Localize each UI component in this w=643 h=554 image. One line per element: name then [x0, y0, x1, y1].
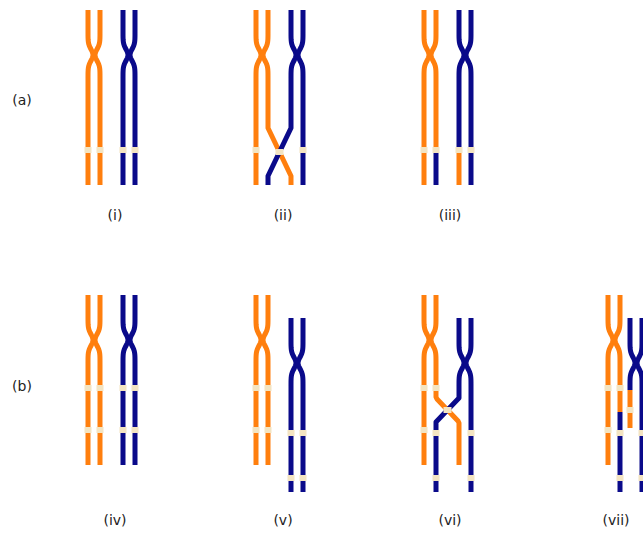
gene-band	[132, 385, 139, 391]
panel-label: (ii)	[274, 208, 293, 222]
gene-band	[444, 407, 452, 413]
chromatid	[123, 10, 128, 185]
chromatid	[298, 318, 303, 492]
gene-band	[468, 430, 475, 436]
chromatid	[298, 10, 303, 185]
panel-label: (vi)	[438, 513, 461, 527]
gene-band	[617, 385, 624, 391]
chromatid	[256, 295, 261, 465]
gene-band	[605, 385, 612, 391]
chromatid	[256, 10, 261, 185]
gene-band	[85, 147, 92, 153]
chromatid	[436, 318, 464, 492]
gene-band	[456, 147, 463, 153]
panel-label: (vii)	[603, 513, 630, 527]
gene-band	[120, 147, 127, 153]
gene-band	[433, 430, 440, 436]
chromatid	[424, 295, 429, 465]
gene-band	[97, 385, 104, 391]
chromatid	[268, 10, 296, 185]
chromatid	[466, 10, 471, 185]
gene-band	[421, 147, 428, 153]
gene-band	[433, 385, 440, 391]
gene-band	[433, 147, 440, 153]
chromatid	[618, 412, 623, 492]
gene-band	[300, 475, 307, 481]
gene-band	[421, 427, 428, 433]
chromatid	[431, 10, 436, 150]
chromatid	[424, 10, 429, 185]
panel-label: (a)	[12, 93, 32, 107]
gene-band	[120, 427, 127, 433]
gene-band	[85, 427, 92, 433]
gene-band	[97, 427, 104, 433]
panel-label: (iii)	[439, 208, 462, 222]
panel-label: (b)	[12, 379, 32, 393]
panel-label: (iv)	[103, 513, 126, 527]
chromatid	[263, 295, 268, 465]
chromatid	[434, 150, 439, 185]
chromatid	[628, 390, 633, 428]
chromatid	[95, 295, 100, 465]
gene-band	[265, 427, 272, 433]
gene-band	[639, 430, 643, 436]
gene-band	[276, 149, 284, 155]
chromatid	[123, 295, 128, 465]
panel-label: (v)	[273, 513, 292, 527]
chromatid	[457, 150, 462, 185]
gene-band	[433, 475, 440, 481]
gene-band	[468, 147, 475, 153]
chromatid	[130, 295, 135, 465]
gene-band	[97, 147, 104, 153]
chromatid	[95, 10, 100, 185]
gene-band	[627, 407, 634, 413]
gene-band	[300, 147, 307, 153]
gene-band	[288, 475, 295, 481]
chromatid	[459, 10, 464, 150]
gene-band	[253, 147, 260, 153]
panel-label: (i)	[108, 208, 123, 222]
chromatid	[630, 318, 635, 390]
gene-band	[120, 385, 127, 391]
chromatid	[130, 10, 135, 185]
chromatid	[637, 318, 642, 492]
chromatid	[615, 295, 620, 412]
gene-band	[85, 385, 92, 391]
gene-band	[288, 430, 295, 436]
gene-band	[605, 427, 612, 433]
chromatid	[291, 318, 296, 492]
chromatid	[88, 295, 93, 465]
gene-band	[639, 475, 643, 481]
gene-band	[421, 385, 428, 391]
gene-band	[253, 427, 260, 433]
gene-band	[468, 475, 475, 481]
chromatid	[88, 10, 93, 185]
gene-band	[300, 430, 307, 436]
chromatid	[608, 295, 613, 465]
chromatid	[466, 318, 471, 492]
gene-band	[265, 385, 272, 391]
gene-band	[617, 475, 624, 481]
gene-band	[132, 427, 139, 433]
gene-band	[253, 385, 260, 391]
gene-band	[132, 147, 139, 153]
gene-band	[617, 430, 624, 436]
